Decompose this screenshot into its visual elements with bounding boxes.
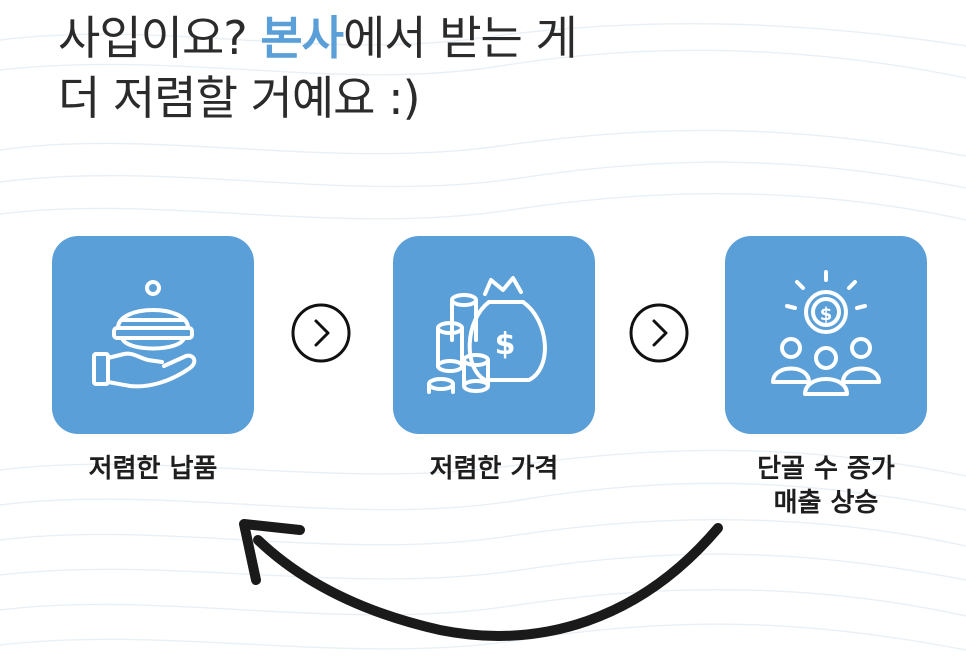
serving-cloche-hand-icon [92,280,197,389]
headline-line1: 사입이요? 본사에서 받는 게 [58,11,578,65]
money-bag-coins-icon: $ [427,276,547,394]
step-card-customers: $ [725,236,927,434]
step-label-delivery: 저렴한 납품 [88,454,218,484]
step-label-price: 저렴한 가격 [429,454,559,484]
step-card-price: $ [393,236,595,434]
svg-text:$: $ [820,304,833,325]
step-label-customers: 단골 수 증가 매출 상승 [757,454,895,518]
next-arrow-icon-1 [291,303,351,363]
headline-line2: 더 저렴할 거예요 :) [58,71,421,125]
svg-text:$: $ [495,327,516,362]
customers-revenue-icon: $ [771,270,881,396]
headline: 사입이요? 본사에서 받는 게 더 저렴할 거예요 :) [58,8,578,128]
step-card-delivery [52,236,254,434]
headline-accent: 본사 [260,11,344,65]
next-arrow-icon-2 [629,303,689,363]
